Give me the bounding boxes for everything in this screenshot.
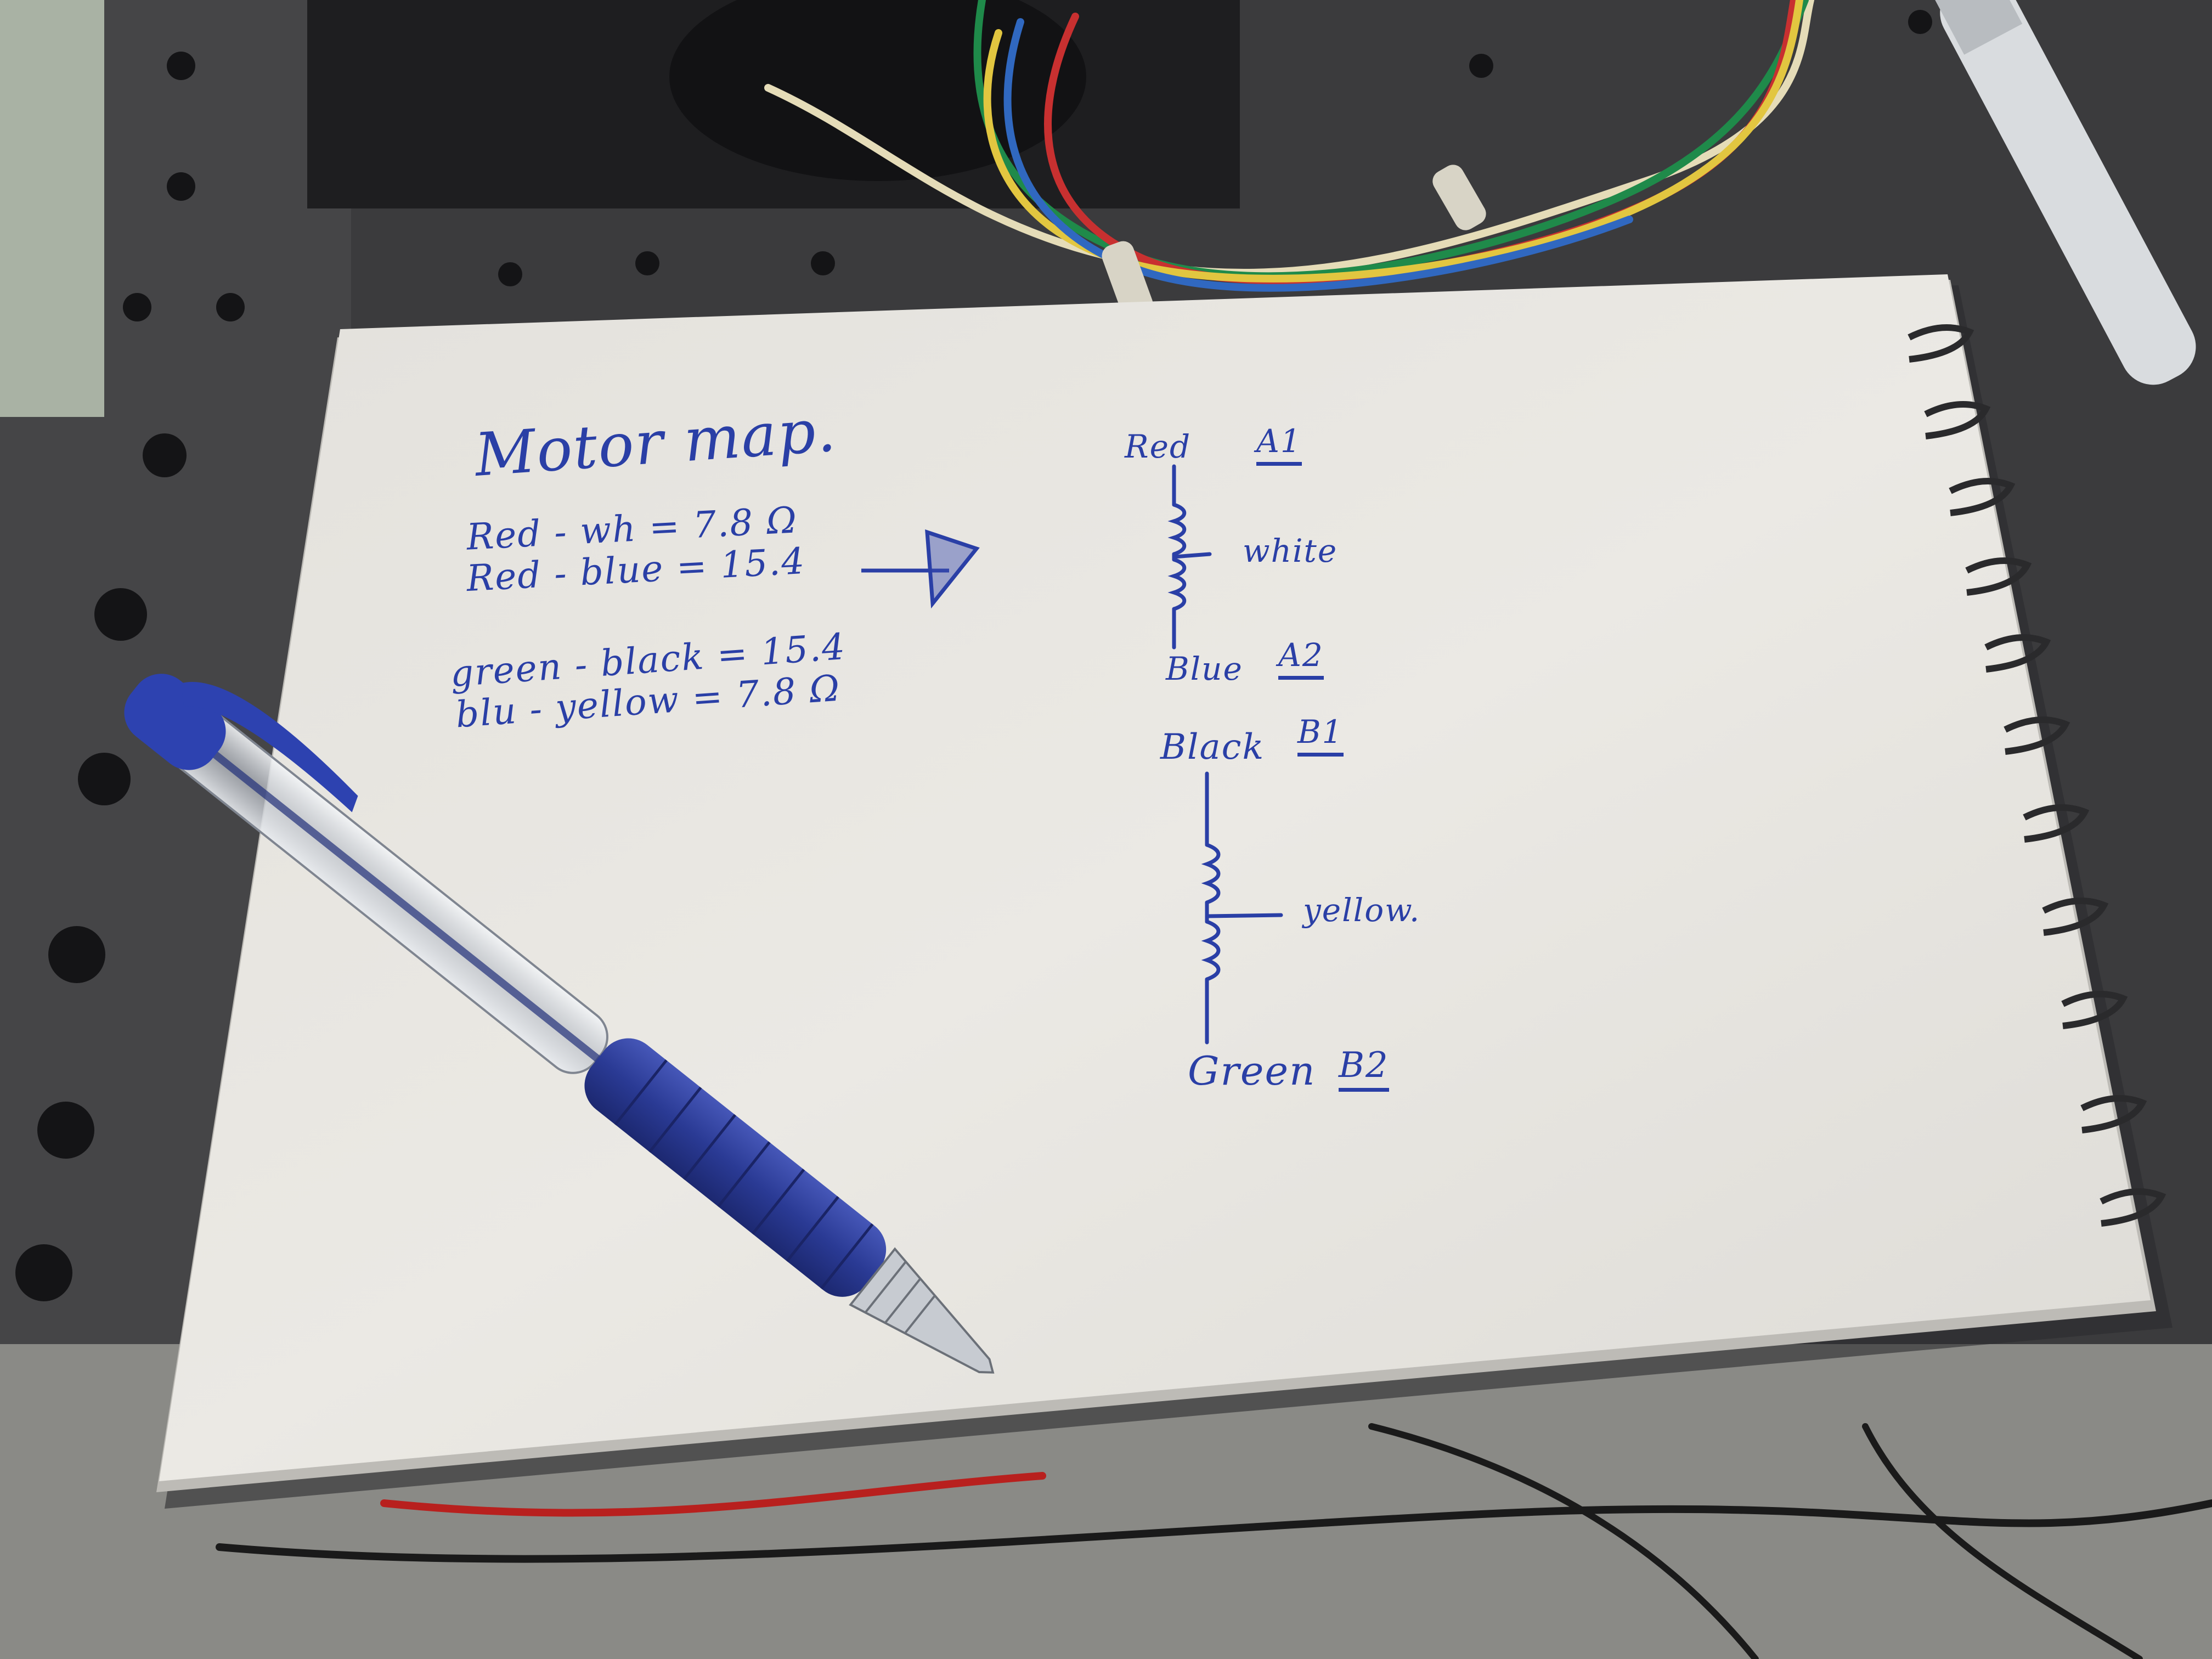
arrow-drawing	[861, 529, 980, 609]
coil-a-bottom-pin: A2	[1278, 636, 1324, 680]
coil-b-top-wire: Black	[1160, 727, 1265, 768]
pen	[124, 674, 995, 1374]
coil-b-schematic	[1201, 771, 1283, 1045]
coil-b-bottom-wire: Green	[1188, 1048, 1316, 1094]
marker	[1933, 0, 2196, 385]
coil-a-center-tap: white	[1243, 532, 1338, 569]
coil-a-schematic	[1167, 464, 1212, 650]
notebook-page	[159, 274, 2151, 1481]
motor-wires	[764, 0, 1814, 292]
spiral-binding	[1908, 324, 2166, 1227]
coil-b-bottom-pin: B2	[1339, 1045, 1389, 1092]
coil-a-top-pin: A1	[1256, 422, 1302, 466]
cable-tie-2	[1432, 165, 1486, 230]
coil-b-center-tap: yellow.	[1303, 891, 1421, 929]
coil-a-bottom-wire: Blue	[1166, 650, 1243, 687]
motor-body	[669, 0, 1086, 181]
coil-b-top-pin: B1	[1297, 713, 1344, 757]
left-device	[0, 0, 104, 417]
cable-tie	[1102, 241, 1153, 319]
floor-cables	[216, 1423, 2212, 1659]
coil-a-top-wire: Red	[1125, 428, 1192, 465]
